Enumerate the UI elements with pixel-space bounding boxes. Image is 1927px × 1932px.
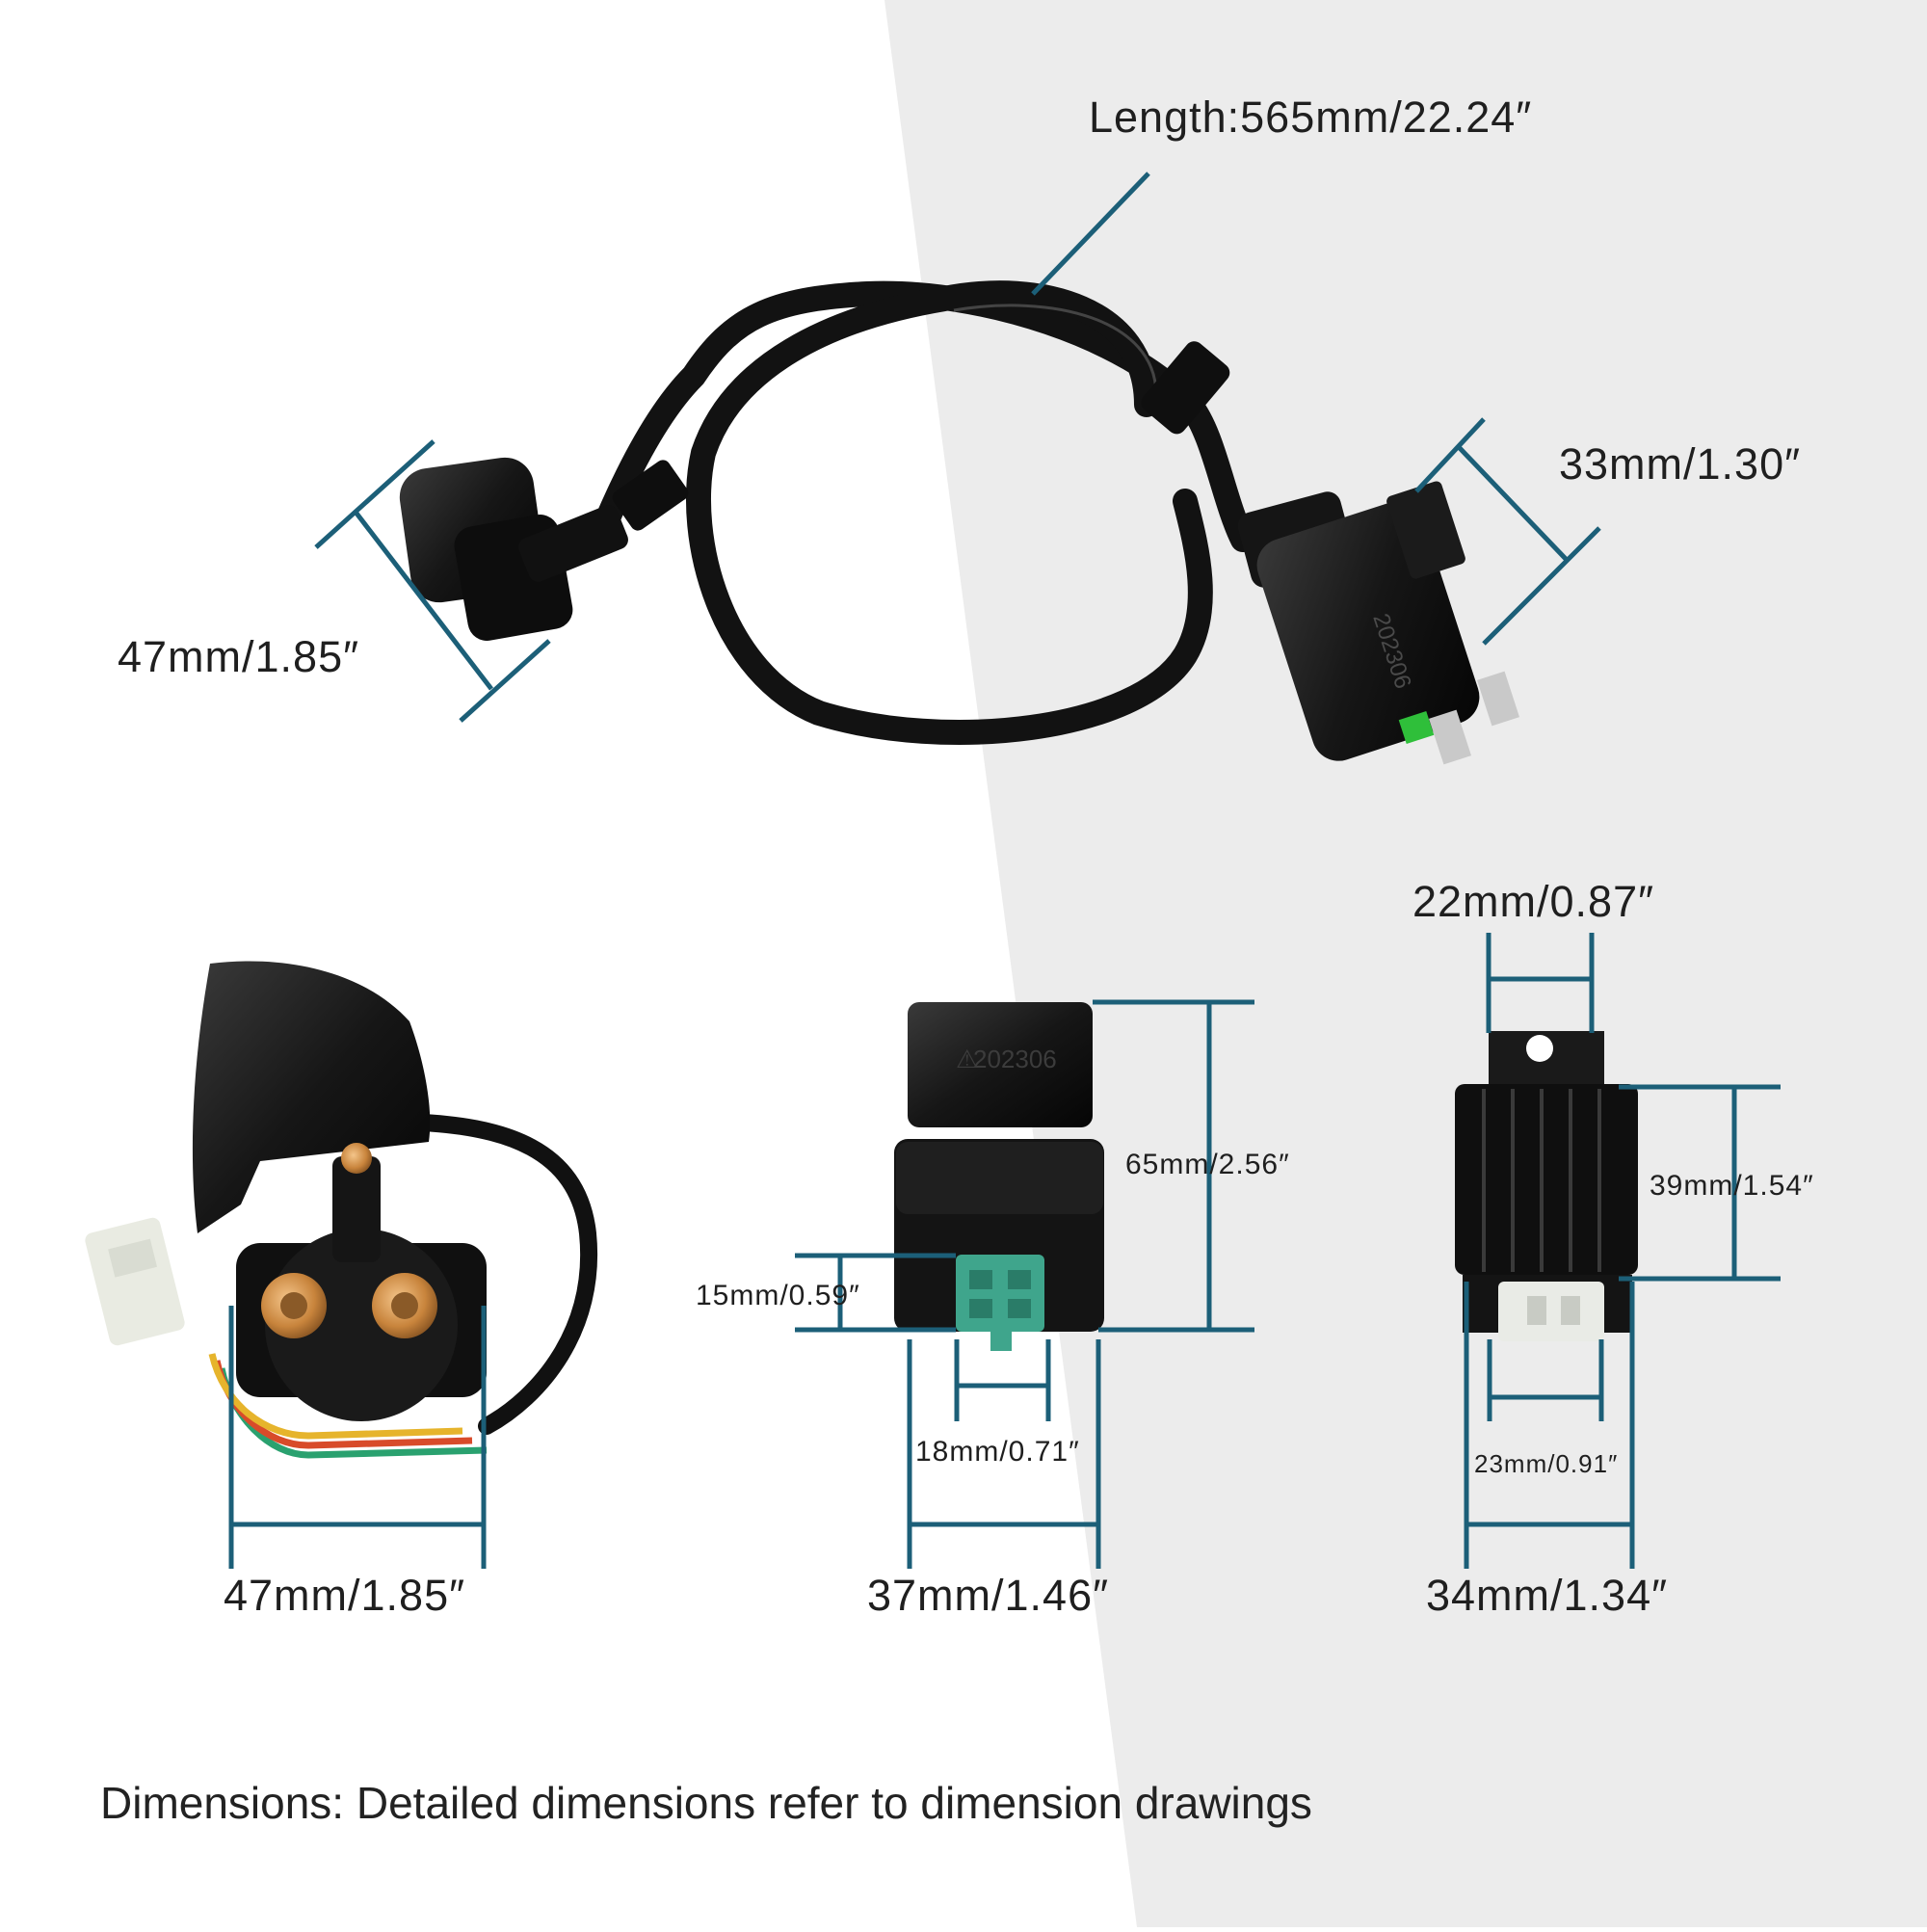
coil-body-width-label: 33mm/1.30″: [1559, 439, 1802, 489]
regulator-width-label: 34mm/1.34″: [1426, 1571, 1669, 1620]
cap-dim-tick-top: [314, 439, 436, 549]
length-leader-line: [1031, 172, 1150, 296]
body-dim-tick-top: [1414, 417, 1486, 493]
warning-mark: ⚠: [956, 1045, 978, 1073]
background-grey-panel: [884, 0, 1927, 1927]
mount-hole: [1526, 1035, 1553, 1062]
dimensions-caption: Dimensions: Detailed dimensions refer to…: [100, 1778, 1312, 1828]
coil-body: 202306: [1141, 341, 1519, 765]
cdi-box: 202306 ⚠: [894, 1002, 1104, 1351]
solenoid-width-label: 47mm/1.85″: [224, 1571, 466, 1620]
cdi-green-connector: [956, 1255, 1044, 1332]
coil-cable-loop: [686, 280, 1213, 745]
spark-cap-length-label: 47mm/1.85″: [118, 632, 360, 681]
cdi-dimension-lines: [795, 999, 1254, 1569]
coil-cable-length-label: Length:565mm/22.24″: [1089, 93, 1533, 142]
cdi-plug-width-label: 18mm/0.71″: [915, 1436, 1080, 1468]
coil-cable: [594, 280, 1255, 552]
regulator-white-connector: [1498, 1282, 1604, 1341]
cdi-code-marking: 202306: [973, 1045, 1057, 1073]
cap-dim-tick-bottom: [459, 639, 551, 723]
solenoid-dimension-lines: [228, 1306, 487, 1569]
cdi-height-label: 65mm/2.56″: [1125, 1149, 1290, 1180]
voltage-regulator: [1455, 1031, 1638, 1341]
cdi-width-label: 37mm/1.46″: [867, 1571, 1110, 1620]
regulator-fin-height-label: 39mm/1.54″: [1650, 1170, 1814, 1202]
solenoid-boot: [192, 961, 431, 1233]
regulator-plug-width-label: 23mm/0.91″: [1474, 1449, 1619, 1478]
cap-dim-line: [353, 509, 493, 691]
spark-plug-cap: [399, 457, 689, 641]
body-dim-line: [1458, 446, 1568, 561]
starter-solenoid: [85, 961, 598, 1459]
regulator-heatsink: [1455, 1084, 1638, 1275]
ignition-coil: 202306: [399, 280, 1519, 765]
cdi-plug-height-label: 15mm/0.59″: [696, 1280, 860, 1311]
regulator-dimension-lines: [1464, 933, 1781, 1569]
cdi-top: [908, 1002, 1093, 1127]
regulator-tab-width-label: 22mm/0.87″: [1412, 877, 1655, 926]
solenoid-wire-loop: [415, 1114, 598, 1435]
body-dim-tick-bottom: [1482, 526, 1601, 646]
solenoid-connector: [85, 1217, 185, 1346]
coil-dimension-lines: [314, 172, 1601, 723]
